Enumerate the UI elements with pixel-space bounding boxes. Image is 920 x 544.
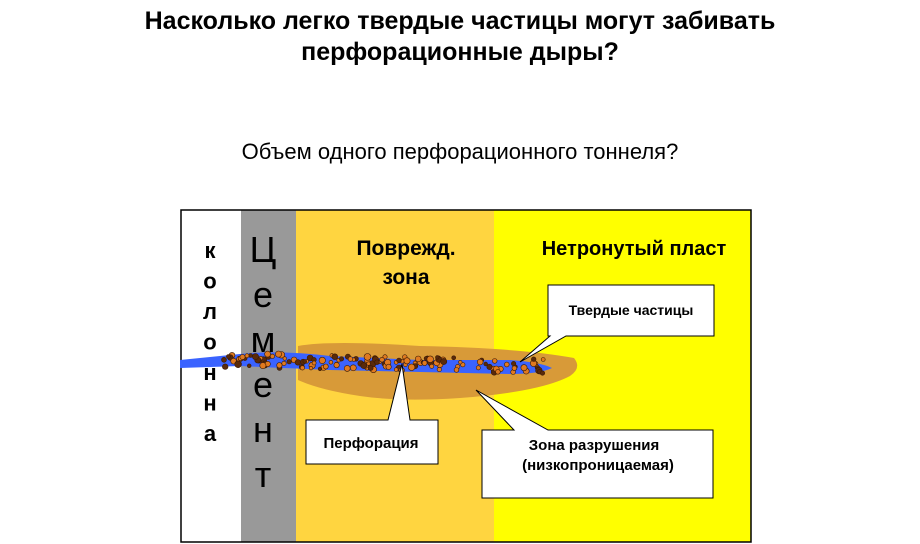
crushed-zone-callout-line-1: Зона разрушения	[529, 437, 659, 454]
particle	[299, 365, 305, 371]
solid-particles	[221, 350, 546, 376]
particle	[276, 362, 283, 369]
particle	[302, 359, 307, 364]
particles-callout-box	[519, 284, 715, 363]
particle	[286, 359, 292, 365]
particle	[520, 364, 528, 372]
crushed-zone-callout-line-2: (низкопроницаемая)	[522, 457, 674, 474]
column-letter: н	[203, 391, 216, 416]
particle	[239, 354, 246, 360]
particle	[349, 364, 357, 372]
particle	[492, 358, 498, 364]
particle	[396, 357, 402, 364]
crushed-zone-callout-box	[475, 389, 714, 499]
column-letter: л	[203, 299, 217, 324]
particle	[483, 361, 488, 367]
column-zone	[181, 210, 241, 542]
particle	[317, 366, 323, 372]
particle	[308, 366, 314, 371]
particle	[333, 362, 340, 369]
column-letter: а	[204, 421, 217, 446]
particle	[415, 355, 422, 363]
slide-title: Насколько легко твердые частицы могут за…	[0, 6, 920, 68]
particle	[440, 358, 448, 365]
column-letter: о	[203, 330, 216, 355]
cement-letter: е	[253, 274, 273, 315]
particle	[318, 356, 326, 364]
column-letter: к	[204, 238, 216, 263]
damaged-zone-label-line-2: зона	[382, 266, 429, 289]
particle	[367, 365, 374, 371]
particle	[435, 355, 440, 360]
virgin-formation-label: Нетронутый пласт	[542, 238, 727, 260]
particle	[294, 359, 302, 366]
particle	[222, 363, 229, 370]
particle	[426, 355, 434, 363]
cement-letter: т	[255, 454, 272, 495]
particle	[366, 361, 371, 366]
particle	[338, 356, 344, 362]
title-line-2: перфорационные дыры?	[301, 38, 619, 66]
cement-zone	[241, 210, 296, 542]
particle	[328, 360, 334, 365]
column-letter: н	[203, 360, 216, 385]
particle	[360, 362, 368, 369]
particle	[458, 360, 463, 365]
particle	[282, 356, 287, 361]
particle	[343, 365, 351, 372]
particle	[331, 353, 338, 360]
particle	[511, 361, 517, 367]
particle	[451, 355, 457, 361]
particle	[531, 356, 537, 362]
particle	[511, 365, 518, 371]
particle	[540, 357, 546, 362]
cement-letter: Ц	[250, 229, 277, 270]
particle	[394, 367, 399, 372]
particle	[322, 363, 329, 370]
particle	[429, 363, 435, 369]
particle	[475, 365, 481, 371]
particle	[311, 360, 317, 366]
diagram-frame	[180, 209, 752, 543]
slide-subtitle: Объем одного перфорационного тоннеля?	[241, 139, 679, 164]
particle	[374, 359, 380, 365]
perforation-callout-box	[305, 363, 439, 465]
particle	[234, 360, 242, 368]
particle	[421, 360, 428, 366]
particle	[408, 363, 416, 371]
cement-letter: е	[253, 364, 273, 405]
perforation-callout-text: Перфорация	[323, 435, 418, 452]
particle	[504, 361, 510, 368]
damaged-zone-label-line-1: Поврежд.	[356, 237, 455, 260]
particle	[247, 363, 252, 368]
particle	[477, 358, 484, 366]
particle	[363, 353, 372, 361]
cement-letter: н	[253, 409, 273, 450]
particle	[385, 363, 392, 370]
particle	[221, 356, 227, 363]
cement-letter: м	[251, 319, 276, 360]
particle	[252, 353, 259, 360]
particle	[347, 356, 354, 362]
particle	[259, 362, 267, 369]
particle	[226, 354, 231, 359]
particle	[539, 370, 545, 376]
particle	[403, 357, 411, 365]
particle	[436, 366, 442, 372]
particle	[486, 363, 493, 370]
particle	[264, 350, 271, 358]
particle	[495, 369, 501, 375]
particle	[379, 357, 385, 363]
particle	[275, 350, 282, 358]
particle	[269, 353, 275, 359]
particle	[244, 353, 250, 359]
title-line-1: Насколько легко твердые частицы могут за…	[144, 7, 776, 35]
particles-callout-text: Твердые частицы	[569, 302, 694, 318]
column-letter: о	[203, 269, 216, 294]
particle	[281, 360, 287, 366]
particle	[453, 367, 460, 373]
